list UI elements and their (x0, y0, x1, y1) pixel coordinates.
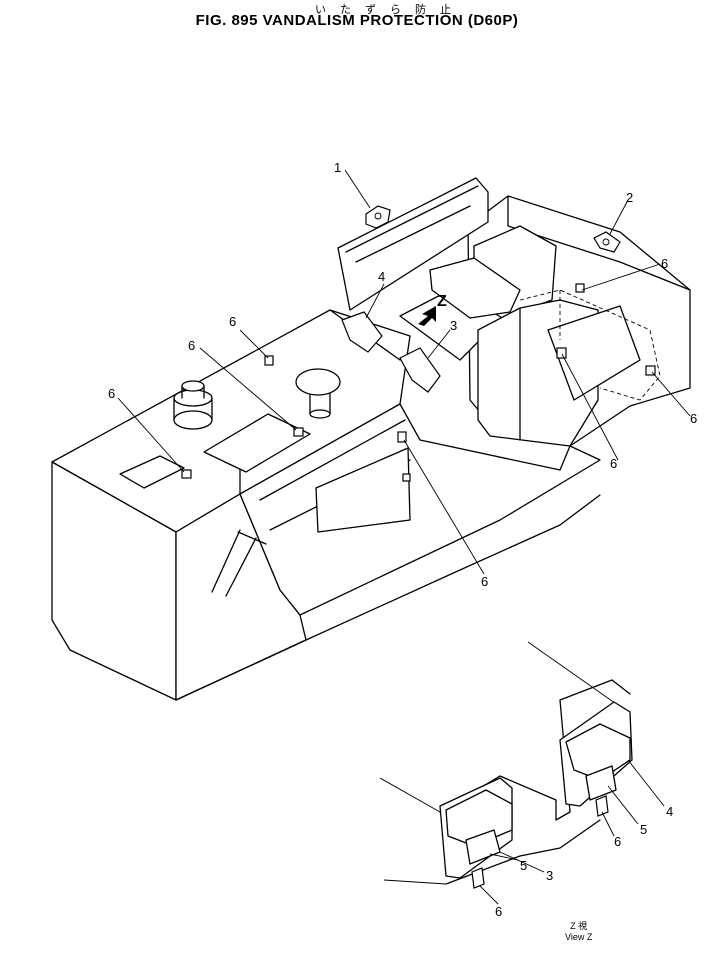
callout-6: 6 (661, 256, 668, 271)
figure-title: FIG. 895 VANDALISM PROTECTION (D60P) (195, 12, 519, 29)
leader-lines (117, 169, 691, 575)
callout-2: 2 (626, 190, 633, 205)
hood-details (119, 368, 341, 489)
callout-6: 6 (188, 338, 195, 353)
view-z-label-jp: Z 視 (570, 921, 588, 931)
callout-6: 6 (229, 314, 236, 329)
callout-6: 6 (610, 456, 617, 471)
callout-5: 5 (640, 822, 647, 837)
callout-6: 6 (481, 574, 488, 589)
lock-part-1 (365, 205, 391, 229)
callout-4: 4 (666, 804, 673, 819)
main-callouts: 1 2 3 4 6 6 6 6 6 6 6 (108, 160, 697, 589)
callout-3: 3 (450, 318, 457, 333)
callout-4: 4 (378, 269, 385, 284)
callout-6: 6 (614, 834, 621, 849)
z-arrow-label: Z (437, 293, 447, 310)
view-z-label: Z 視 View Z (565, 921, 592, 943)
callout-6: 6 (690, 411, 697, 426)
operator-area (337, 177, 661, 447)
detail-view-z (379, 641, 665, 905)
cover-part-4 (341, 311, 383, 353)
callout-5: 5 (520, 858, 527, 873)
callout-3: 3 (546, 868, 553, 883)
lock-parts-6 (181, 283, 656, 482)
callout-6: 6 (495, 904, 502, 919)
title-block: いたずら防止 FIG. 895 VANDALISM PROTECTION (D6… (0, 0, 714, 40)
view-z-arrow: Z (418, 293, 447, 326)
callout-6: 6 (108, 386, 115, 401)
callout-1: 1 (334, 160, 341, 175)
view-z-label-en: View Z (565, 932, 593, 942)
cover-part-3 (399, 347, 441, 393)
lock-part-2 (593, 231, 621, 253)
detail-callouts: 4 5 6 3 5 6 (495, 804, 673, 919)
japanese-title: いたずら防止 (315, 3, 465, 16)
